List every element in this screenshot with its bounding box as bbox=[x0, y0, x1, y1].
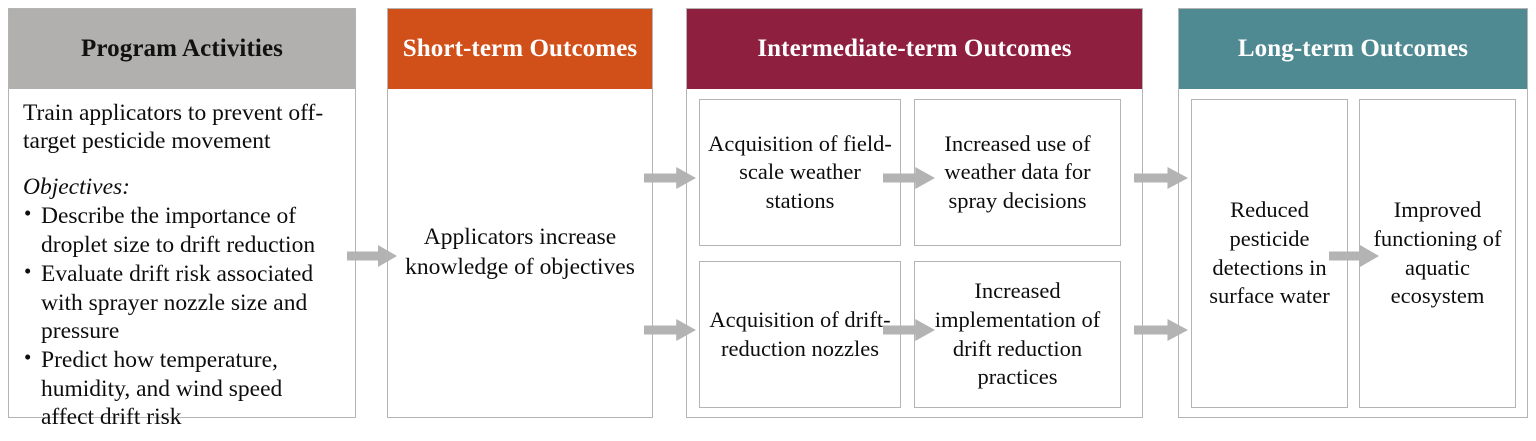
program-activities-intro: Train applicators to prevent off-target … bbox=[23, 100, 324, 155]
outcome-box-drift-reduction-practices: Increased implementation of drift reduct… bbox=[914, 261, 1121, 408]
column-short-term-outcomes: Short-term Outcomes Applicators increase… bbox=[387, 8, 653, 418]
list-item: Describe the importance of droplet size … bbox=[23, 201, 341, 259]
outcome-box-weather-stations: Acquisition of field-scale weather stati… bbox=[699, 99, 901, 246]
outcome-box-drift-reduction-nozzles: Acquisition of drift-reduction nozzles bbox=[699, 261, 901, 408]
arrow-right-icon bbox=[644, 319, 696, 341]
arrow-right-icon bbox=[883, 319, 935, 341]
arrow-right-icon bbox=[644, 167, 696, 189]
arrow-right-icon bbox=[1134, 167, 1188, 189]
column-body-short-term-outcomes: Applicators increase knowledge of object… bbox=[388, 89, 652, 417]
logic-model-diagram: Program Activities Train applicators to … bbox=[0, 0, 1536, 430]
arrow-right-icon bbox=[347, 245, 397, 267]
outcome-box-reduced-pesticide-detections: Reduced pesticide detections in surface … bbox=[1191, 99, 1348, 408]
list-item: Predict how temperature, humidity, and w… bbox=[23, 345, 341, 431]
outcome-box-weather-data-use: Increased use of weather data for spray … bbox=[914, 99, 1121, 246]
outcome-box-improved-aquatic-ecosystem: Improved functioning of aquatic ecosyste… bbox=[1359, 99, 1516, 408]
column-body-intermediate-term-outcomes: Acquisition of field-scale weather stati… bbox=[687, 89, 1142, 417]
column-body-program-activities: Train applicators to prevent off-target … bbox=[9, 89, 355, 441]
column-long-term-outcomes: Long-term Outcomes Reduced pesticide det… bbox=[1178, 8, 1528, 418]
objectives-label: Objectives: bbox=[23, 173, 131, 200]
arrow-right-icon bbox=[1329, 245, 1379, 267]
list-item: Evaluate drift risk associated with spra… bbox=[23, 259, 341, 345]
short-term-outcome-text: Applicators increase knowledge of object… bbox=[405, 224, 635, 280]
column-intermediate-term-outcomes: Intermediate-term Outcomes Acquisition o… bbox=[686, 8, 1143, 418]
arrow-right-icon bbox=[1134, 319, 1188, 341]
column-header-long-term-outcomes: Long-term Outcomes bbox=[1179, 9, 1527, 89]
column-header-program-activities: Program Activities bbox=[9, 9, 355, 89]
column-body-long-term-outcomes: Reduced pesticide detections in surface … bbox=[1179, 89, 1527, 417]
objectives-list: Describe the importance of droplet size … bbox=[23, 201, 341, 431]
column-header-intermediate-term-outcomes: Intermediate-term Outcomes bbox=[687, 9, 1142, 89]
column-program-activities: Program Activities Train applicators to … bbox=[8, 8, 356, 430]
arrow-right-icon bbox=[883, 167, 935, 189]
column-header-short-term-outcomes: Short-term Outcomes bbox=[388, 9, 652, 89]
